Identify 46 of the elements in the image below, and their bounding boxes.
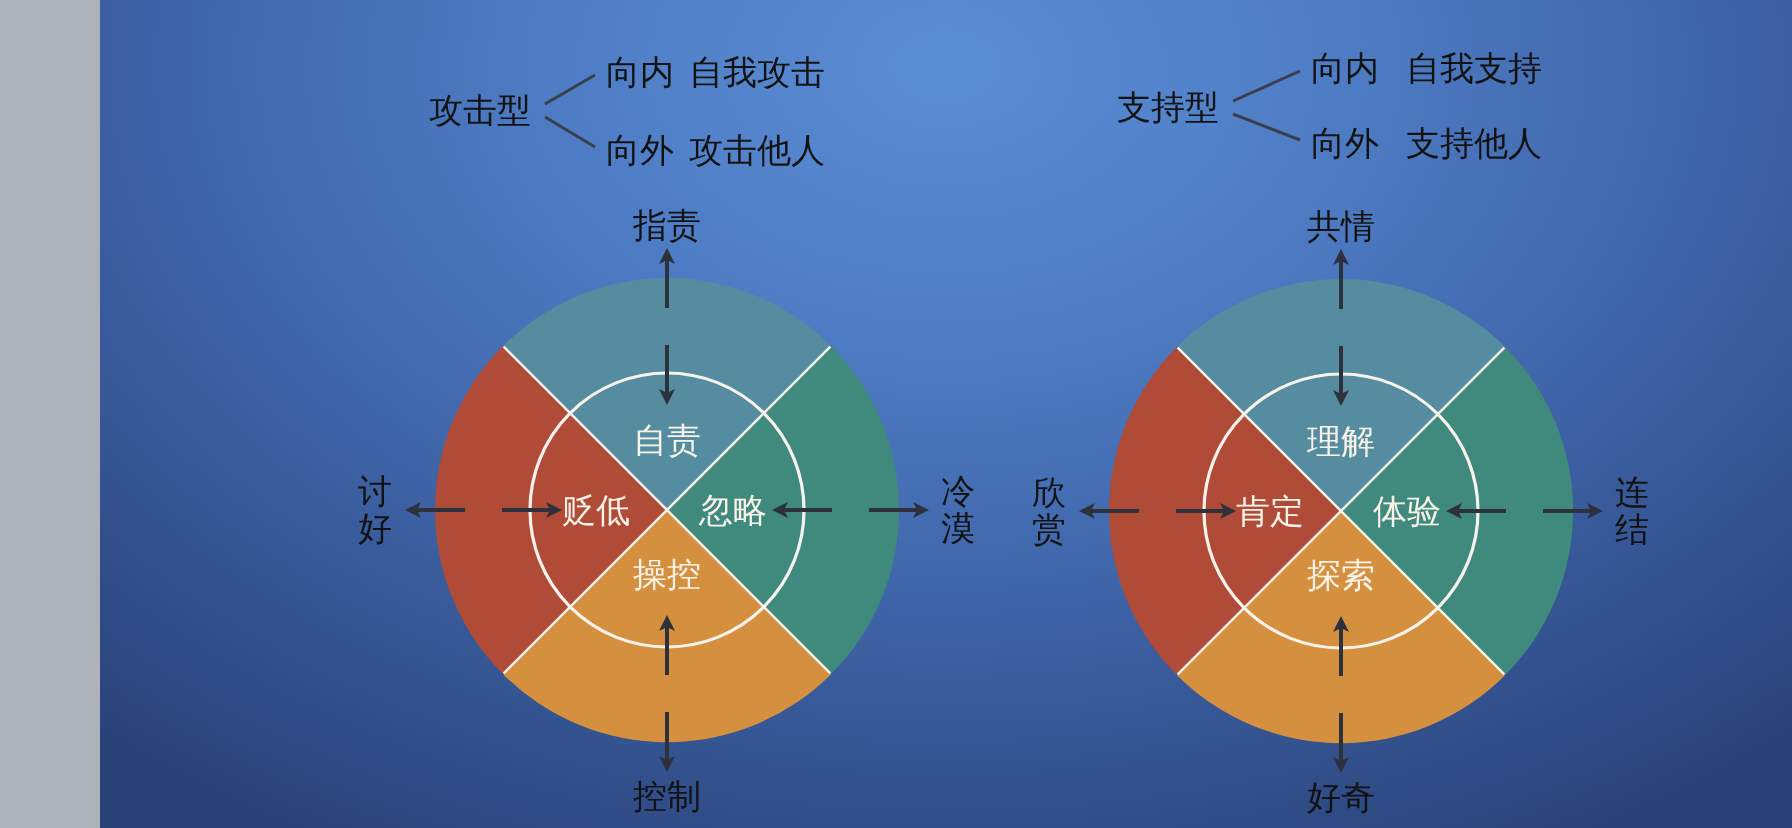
outer-band xyxy=(1176,279,1506,415)
arrow xyxy=(659,345,675,405)
outer-band xyxy=(502,278,832,414)
sector-label: 贬低 xyxy=(562,490,630,530)
outcome-label: 指责 xyxy=(633,205,701,245)
arrow xyxy=(1446,503,1506,519)
outer-band xyxy=(1176,607,1506,743)
branch-label: 向外 支持他人 xyxy=(1311,123,1542,163)
sector-label: 探索 xyxy=(1307,555,1375,595)
branch-line xyxy=(1232,112,1301,142)
outcome-label: 讨好 xyxy=(358,473,392,547)
arrow xyxy=(1333,346,1349,406)
arrow xyxy=(1333,249,1349,309)
branch-label: 向内 自我支持 xyxy=(1311,48,1542,88)
sector-label: 肯定 xyxy=(1236,491,1304,531)
arrow xyxy=(659,248,675,308)
branch-label: 向内 自我攻击 xyxy=(606,52,825,92)
arrow xyxy=(869,502,929,518)
sector-label: 忽略 xyxy=(699,490,767,530)
sector-label: 操控 xyxy=(633,554,701,594)
branch-line xyxy=(544,73,596,106)
arrow xyxy=(1333,713,1349,773)
outcome-label: 连结 xyxy=(1615,474,1649,548)
arrow xyxy=(1333,616,1349,676)
outer-band xyxy=(502,606,832,742)
type-label: 支持型 xyxy=(1117,87,1219,127)
sector-label: 体验 xyxy=(1373,491,1441,531)
arrow xyxy=(772,502,832,518)
outcome-label: 好奇 xyxy=(1307,777,1375,817)
branch-label: 向外 攻击他人 xyxy=(606,130,825,170)
arrow xyxy=(1176,503,1236,519)
branch-line xyxy=(1232,69,1301,103)
branch-line xyxy=(544,115,596,149)
arrow xyxy=(405,502,465,518)
outcome-label: 共情 xyxy=(1307,206,1375,246)
sector-label: 理解 xyxy=(1307,421,1375,461)
outcome-label: 冷漠 xyxy=(941,473,975,547)
arrow xyxy=(1079,503,1139,519)
type-label: 攻击型 xyxy=(429,90,531,130)
arrow xyxy=(659,615,675,675)
arrow xyxy=(659,712,675,772)
arrow xyxy=(1543,503,1603,519)
outcome-label: 欣赏 xyxy=(1032,474,1066,548)
sector-label: 自责 xyxy=(633,420,701,460)
arrow xyxy=(502,502,562,518)
outcome-label: 控制 xyxy=(633,776,701,816)
